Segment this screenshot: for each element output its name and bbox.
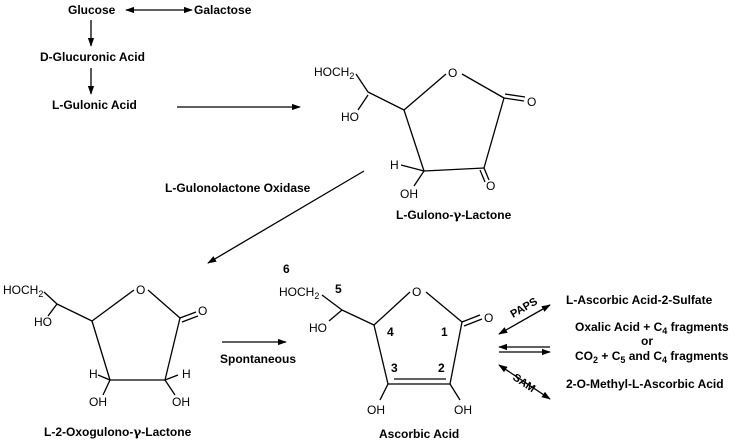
ascorbic-hoch2-label: HOCH2 — [279, 285, 319, 301]
oxidase-arrow — [207, 170, 365, 264]
methyl-ascorbic-acid-label: 2-O-Methyl-L-Ascorbic Acid — [566, 377, 724, 391]
gulono-lactone-structure: HOCH2 HO O O O H OH — [314, 65, 536, 201]
carbon-number-1: 1 — [441, 325, 448, 339]
paps-label: PAPS — [509, 296, 540, 321]
carbon-number-5: 5 — [335, 282, 342, 296]
oxalic-acid-fragments-label: Oxalic Acid + C4 fragments — [575, 320, 729, 336]
sam-label: SAM — [510, 372, 537, 396]
oxogulono-lactone-label: L-2-Oxogulono-γ-Lactone — [44, 425, 192, 439]
oxogulono-oh-right: OH — [172, 395, 190, 409]
oxogulono-oh-left: OH — [89, 395, 107, 409]
enzyme-label: L-Gulonolactone Oxidase — [165, 181, 311, 195]
ascorbic-sulfate-label: L-Ascorbic Acid-2-Sulfate — [566, 293, 713, 307]
co2-fragments-label: CO2 + C5 and C4 fragments — [575, 349, 729, 365]
ascorbic-ho-label: HO — [309, 321, 327, 335]
ascorbic-oh-left: OH — [367, 403, 385, 417]
gulono-hoch2-label: HOCH2 — [314, 65, 354, 81]
carbon-number-2: 2 — [438, 361, 445, 375]
carbon-number-6: 6 — [283, 262, 290, 276]
sam-arrow — [498, 364, 551, 400]
l-gulonic-acid-label: L-Gulonic Acid — [52, 98, 137, 112]
ascorbic-oh-right: OH — [454, 403, 472, 417]
gulono-h-label: H — [390, 158, 399, 172]
ascorbic-acid-structure: 6 5 HOCH2 HO O O 4 1 3 2 OH OH — [279, 262, 493, 417]
ascorbic-carbonyl-oxygen: O — [484, 311, 493, 325]
glucose-label: Glucose — [68, 3, 116, 17]
or-label: or — [641, 334, 653, 348]
oxogulono-carbonyl-oxygen: O — [198, 304, 207, 318]
ascorbic-ring-oxygen: O — [412, 285, 421, 299]
spontaneous-label: Spontaneous — [220, 352, 296, 366]
carbon-number-3: 3 — [391, 361, 398, 375]
d-glucuronic-acid-label: D-Glucuronic Acid — [40, 50, 145, 64]
ascorbic-acid-label: Ascorbic Acid — [379, 427, 459, 441]
gulono-lactone-label: L-Gulono-γ-Lactone — [396, 208, 512, 222]
oxogulono-h-left: H — [89, 367, 98, 381]
paps-arrow — [498, 304, 551, 335]
carbon-number-4: 4 — [387, 325, 394, 339]
galactose-label: Galactose — [194, 3, 252, 17]
gulono-ring-oxygen: O — [448, 66, 457, 80]
gulono-carbonyl-oxygen-2: O — [486, 179, 495, 193]
gulono-ho-label: HO — [341, 110, 359, 124]
gulono-oh-label: OH — [400, 187, 418, 201]
gulono-carbonyl-oxygen-1: O — [527, 95, 536, 109]
oxogulono-ring-oxygen: O — [136, 283, 145, 297]
oxogulono-ho-label: HO — [34, 315, 52, 329]
oxogulono-lactone-structure: HOCH2 HO O O OH OH H H — [3, 283, 207, 409]
oxogulono-h-right: H — [182, 367, 191, 381]
oxogulono-hoch2-label: HOCH2 — [3, 283, 43, 299]
